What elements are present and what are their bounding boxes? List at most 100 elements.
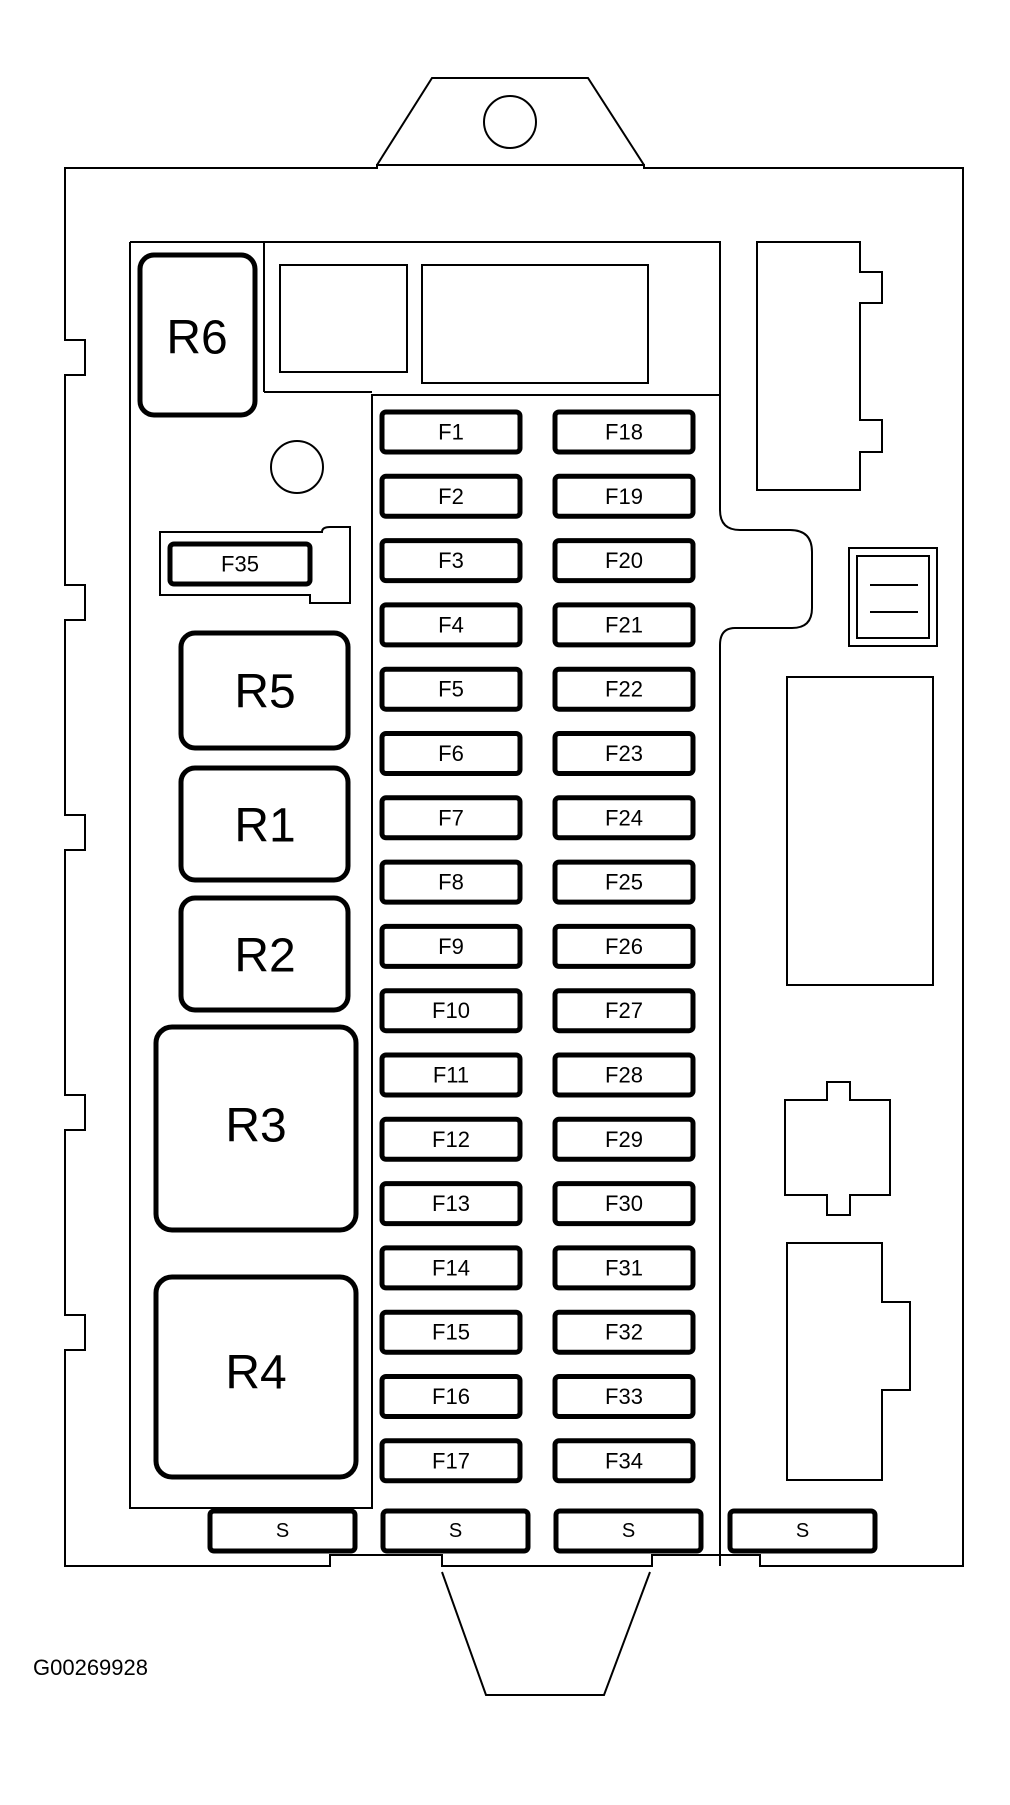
diagnostic-plug-outer [848, 547, 938, 647]
spare-fuse-4-label: S [796, 1520, 809, 1542]
connector-right-lower-small [784, 1081, 891, 1216]
fuse-f3: F3 [379, 538, 523, 584]
fuse-f8-body [379, 859, 523, 905]
fuse-f11: F11 [379, 1052, 523, 1098]
fuse-f29-body [552, 1116, 696, 1162]
connector-right-lower-large [786, 1242, 911, 1481]
fuse-f13-label: F13 [432, 1191, 470, 1216]
fuse-column-right: F18F19F20F21F22F23F24F25F26F27F28F29F30F… [552, 409, 696, 1484]
fuse-f2-label: F2 [438, 484, 464, 509]
spare-fuse-1: S [207, 1508, 358, 1554]
fuse-f8-label: F8 [438, 870, 464, 895]
fuse-f30-body [552, 1181, 696, 1227]
fuse-f12: F12 [379, 1116, 523, 1162]
top-mounting-tab [376, 77, 645, 166]
figure-id-caption: G00269928 [33, 1655, 148, 1680]
fuse-f6: F6 [379, 731, 523, 776]
fuse-f15-label: F15 [432, 1320, 470, 1345]
fuse-f19-body [552, 473, 696, 519]
fuse-f22-body [552, 666, 696, 712]
fuse-f31-label: F31 [605, 1255, 643, 1280]
fuse-f2-body [379, 473, 523, 519]
spare-fuse-4-body [727, 1508, 878, 1554]
inner-panel [129, 241, 813, 1566]
top-mounting-hole [483, 95, 537, 149]
fuse-f17-label: F17 [432, 1448, 470, 1473]
fuse-f11-body [379, 1052, 523, 1098]
connector-right-middle [786, 676, 934, 986]
fuse-f34-body [552, 1438, 696, 1484]
fuse-f24: F24 [552, 795, 696, 841]
relay-r5-label: R5 [234, 666, 295, 719]
fuse-f10-body [379, 988, 523, 1034]
fuse-f10-label: F10 [432, 998, 470, 1023]
fuse-f31-body [552, 1245, 696, 1291]
fuse-f23-label: F23 [605, 741, 643, 766]
fuse-f32-body [552, 1309, 696, 1355]
fuse-f25-body [552, 859, 696, 905]
relay-r3: R3 [153, 1024, 359, 1233]
fuse-f4-label: F4 [438, 612, 464, 637]
fuse-f19: F19 [552, 473, 696, 519]
fuse-f7-body [379, 795, 523, 841]
fuse-f3-body [379, 538, 523, 584]
bottom-mounting-tab [441, 1571, 651, 1696]
fuse-f10: F10 [379, 988, 523, 1034]
relay-r5: R5 [178, 630, 351, 751]
fuse-f21-label: F21 [605, 612, 643, 637]
fuse-f25: F25 [552, 859, 696, 905]
fuse-f12-label: F12 [432, 1127, 470, 1152]
fuse-box-housing [64, 164, 964, 1567]
fuse-f28-label: F28 [605, 1063, 643, 1088]
fuse-f17: F17 [379, 1438, 523, 1484]
fuse-f1: F1 [379, 409, 523, 455]
fuse-f4-body [379, 602, 523, 648]
fuse-f16: F16 [379, 1374, 523, 1419]
fuse-f23-body [552, 731, 696, 776]
fuse-f6-body [379, 731, 523, 776]
fuse-f33-label: F33 [605, 1384, 643, 1409]
fuse-column-left: F1F2F3F4F5F6F7F8F9F10F11F12F13F14F15F16F… [379, 409, 523, 1484]
fuse-f31: F31 [552, 1245, 696, 1291]
f35-holder-bracket [159, 526, 351, 604]
fuse-f8: F8 [379, 859, 523, 905]
fuse-f18-label: F18 [605, 420, 643, 445]
fuse-f26-body [552, 923, 696, 969]
fuse-f25-label: F25 [605, 870, 643, 895]
fuse-f15-body [379, 1309, 523, 1355]
fuse-f21-body [552, 602, 696, 648]
fuse-f22-label: F22 [605, 677, 643, 702]
fuse-f30-label: F30 [605, 1191, 643, 1216]
spare-fuse-3-body [553, 1508, 704, 1554]
fuse-f1-body [379, 409, 523, 455]
fuse-f20-body [552, 538, 696, 584]
relay-r4-label: R4 [225, 1347, 286, 1400]
fuse-f33-body [552, 1374, 696, 1419]
fuse-f17-body [379, 1438, 523, 1484]
fuse-f26-label: F26 [605, 934, 643, 959]
fuse-f9-body [379, 923, 523, 969]
fuse-f14: F14 [379, 1245, 523, 1291]
fuse-f22: F22 [552, 666, 696, 712]
relay-r1-label: R1 [234, 800, 295, 853]
diagnostic-plug-inner [856, 555, 930, 639]
fuse-f29-label: F29 [605, 1127, 643, 1152]
fuse-f34-label: F34 [605, 1448, 643, 1473]
connector-upper-right [756, 241, 883, 491]
fuse-f6-label: F6 [438, 741, 464, 766]
fuse-f32-label: F32 [605, 1320, 643, 1345]
relay-r1: R1 [178, 765, 351, 883]
fuse-f1-label: F1 [438, 420, 464, 445]
relay-r4: R4 [153, 1274, 359, 1480]
fuse-f18: F18 [552, 409, 696, 455]
fuse-f27-body [552, 988, 696, 1034]
fuse-f23: F23 [552, 731, 696, 776]
spare-fuse-1-label: S [276, 1520, 289, 1542]
fuse-f18-body [552, 409, 696, 455]
fuse-f29: F29 [552, 1116, 696, 1162]
fuse-f20: F20 [552, 538, 696, 584]
fuse-f2: F2 [379, 473, 523, 519]
fuse-f33: F33 [552, 1374, 696, 1419]
fuse-f7-label: F7 [438, 805, 464, 830]
